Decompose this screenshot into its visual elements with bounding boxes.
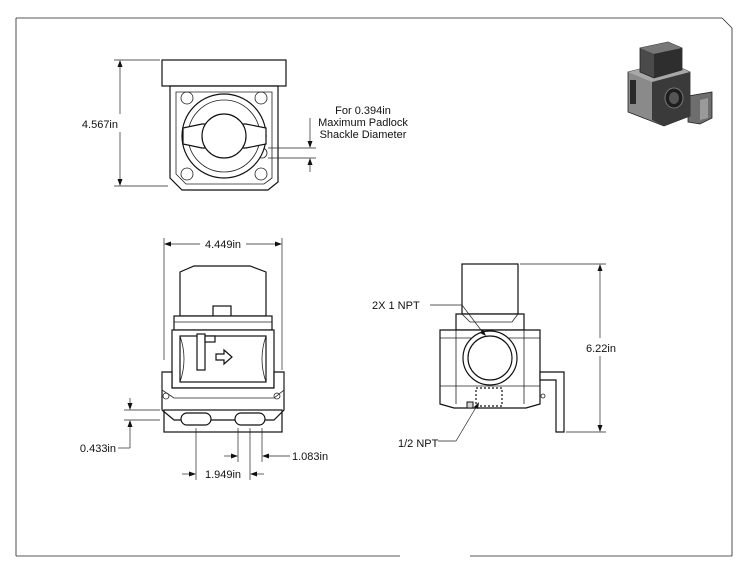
slot-spacing-label: 1.949in bbox=[205, 469, 241, 481]
dimension-width-top: 4.449in bbox=[163, 238, 283, 370]
padlock-note-line3: Shackle Diameter bbox=[320, 129, 407, 141]
ports-callout: 2X 1 NPT bbox=[372, 300, 486, 336]
dimension-overall-height: 6.22in bbox=[520, 263, 616, 433]
dimension-slot-spacing: 1.949in bbox=[182, 428, 264, 481]
bottom-port-label: 1/2 NPT bbox=[398, 438, 439, 450]
dimension-height-front: 4.567in bbox=[82, 59, 168, 187]
slot-height-label: 0.433in bbox=[80, 443, 116, 455]
side-view-ports bbox=[439, 263, 565, 433]
padlock-note-line1: For 0.394in bbox=[335, 105, 391, 117]
padlock-note-line2: Maximum Padlock bbox=[318, 117, 408, 129]
bottom-port-callout: 1/2 NPT bbox=[398, 402, 479, 450]
dimension-slot-width: 1.083in bbox=[224, 428, 328, 463]
valve-render-icon bbox=[627, 41, 713, 127]
flow-arrow-icon bbox=[215, 348, 233, 366]
side-view-flow bbox=[161, 265, 285, 433]
height-front-label: 4.567in bbox=[82, 119, 118, 131]
width-top-label: 4.449in bbox=[205, 239, 241, 251]
dimension-padlock: For 0.394in Maximum Padlock Shackle Diam… bbox=[268, 105, 408, 172]
ports-label: 2X 1 NPT bbox=[372, 300, 420, 312]
slot-width-label: 1.083in bbox=[292, 451, 328, 463]
front-face-view bbox=[161, 59, 287, 191]
sheet-border bbox=[15, 17, 733, 557]
dimension-slot-height: 0.433in bbox=[80, 398, 160, 455]
overall-height-label: 6.22in bbox=[586, 343, 616, 355]
